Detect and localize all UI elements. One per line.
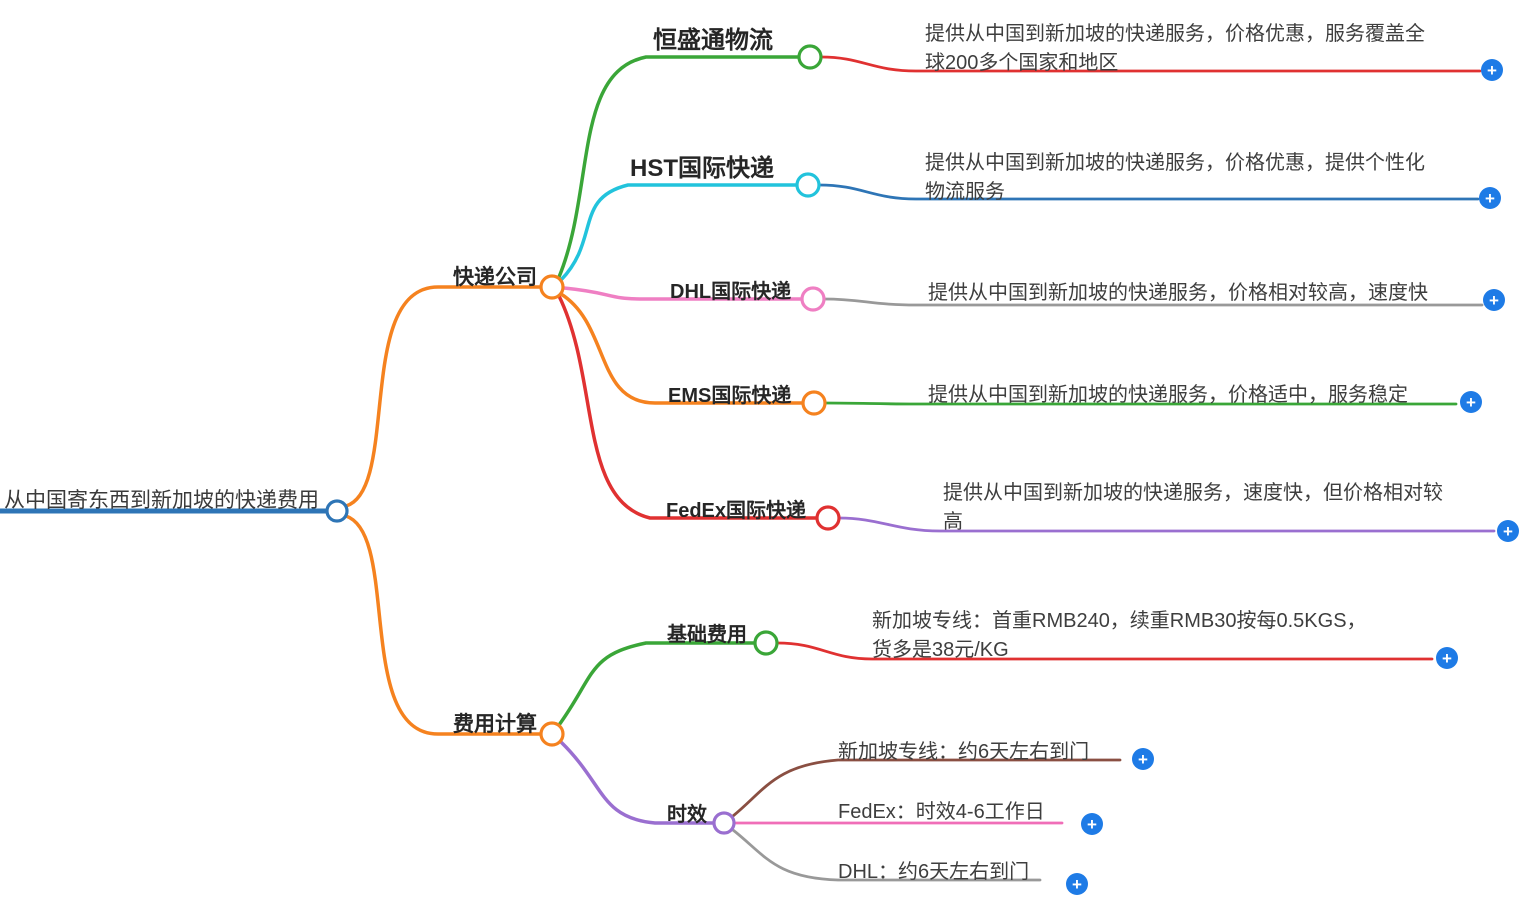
time-node-circle[interactable] xyxy=(712,811,736,835)
node-label-companies[interactable]: 快递公司 xyxy=(453,266,537,289)
add-child-button-basefee-desc[interactable]: + xyxy=(1436,647,1458,669)
node-label-fedex[interactable]: FedEx国际快递 xyxy=(666,500,807,522)
node-label-hst[interactable]: HST国际快递 xyxy=(630,155,774,182)
edge-companies-to-ems xyxy=(559,292,804,405)
plus-icon[interactable] xyxy=(1460,391,1482,413)
plus-icon[interactable] xyxy=(1497,520,1519,542)
desc-basefee[interactable]: 新加坡专线：首重RMB240，续重RMB30按每0.5KGS，货多是38元/KG xyxy=(872,610,1367,661)
plus-icon[interactable] xyxy=(1483,289,1505,311)
desc-dhl-time[interactable]: DHL：约6天左右到门 xyxy=(838,861,1030,883)
node-label-time[interactable]: 时效 xyxy=(667,804,707,826)
node-label-dhl[interactable]: DHL国际快递 xyxy=(670,281,792,303)
add-child-button-fedex-desc[interactable]: + xyxy=(1497,520,1519,542)
add-child-button-hengshengtong-desc[interactable]: + xyxy=(1481,59,1503,81)
add-child-button-dhl-desc[interactable]: + xyxy=(1483,289,1505,311)
desc-hengshengtong[interactable]: 提供从中国到新加坡的快递服务，价格优惠，服务覆盖全球200多个国家和地区 xyxy=(925,23,1425,74)
fedex-node-circle[interactable] xyxy=(815,505,841,531)
plus-icon[interactable] xyxy=(1081,813,1103,835)
desc-singapore-line-time[interactable]: 新加坡专线：约6天左右到门 xyxy=(838,741,1090,763)
basefee-node-circle[interactable] xyxy=(753,630,779,656)
plus-icon[interactable] xyxy=(1066,873,1088,895)
edge-fedex-to-desc xyxy=(837,516,1496,533)
plus-icon[interactable] xyxy=(1436,647,1458,669)
plus-glyph: + xyxy=(1466,393,1476,412)
plus-icon[interactable] xyxy=(1481,59,1503,81)
plus-glyph: + xyxy=(1503,522,1513,541)
edge-ems-to-desc xyxy=(823,401,1458,406)
plus-icon[interactable] xyxy=(1132,748,1154,770)
companies-node-circle[interactable] xyxy=(539,274,565,300)
desc-ems[interactable]: 提供从中国到新加坡的快递服务，价格适中，服务稳定 xyxy=(928,384,1408,406)
edge-hst-to-desc xyxy=(817,183,1480,201)
hst-node-circle[interactable] xyxy=(795,172,821,198)
add-child-button-singapore-line[interactable]: + xyxy=(1132,748,1154,770)
edge-companies-to-fedex xyxy=(557,294,818,520)
node-label-ems[interactable]: EMS国际快递 xyxy=(668,385,792,407)
edge-hengshengtong-to-desc xyxy=(819,55,1482,73)
hengshengtong-node-circle[interactable] xyxy=(797,44,823,70)
add-child-button-dhl-time[interactable]: + xyxy=(1066,873,1088,895)
plus-glyph: + xyxy=(1489,291,1499,310)
plus-glyph: + xyxy=(1072,875,1082,894)
plus-glyph: + xyxy=(1442,649,1452,668)
edge-companies-to-hst xyxy=(559,183,798,282)
add-child-button-hst-desc[interactable]: + xyxy=(1479,187,1501,209)
node-label-hengshengtong[interactable]: 恒盛通物流 xyxy=(653,27,773,54)
edge-companies-to-dhl xyxy=(562,286,803,301)
desc-fedex[interactable]: 提供从中国到新加坡的快递服务，速度快，但价格相对较高 xyxy=(943,482,1443,533)
add-child-button-ems-desc[interactable]: + xyxy=(1460,391,1482,413)
plus-icon[interactable] xyxy=(1479,187,1501,209)
ems-node-circle[interactable] xyxy=(801,390,827,416)
edge-time-to-dhl-time xyxy=(731,828,1042,882)
edge-dhl-to-desc xyxy=(822,297,1484,307)
desc-dhl[interactable]: 提供从中国到新加坡的快递服务，价格相对较高，速度快 xyxy=(928,282,1428,304)
edge-basefee-to-desc xyxy=(775,641,1434,661)
node-label-cost[interactable]: 费用计算 xyxy=(453,713,537,736)
plus-glyph: + xyxy=(1485,189,1495,208)
node-label-basefee[interactable]: 基础费用 xyxy=(667,624,747,646)
plus-glyph: + xyxy=(1487,61,1497,80)
edge-companies-to-hengshengtong xyxy=(557,55,800,279)
edge-time-to-singapore-line xyxy=(731,758,1122,818)
edge-root-to-cost xyxy=(344,514,542,736)
root-node-label[interactable]: 从中国寄东西到新加坡的快递费用 xyxy=(4,489,319,512)
edge-cost-to-time xyxy=(559,740,715,825)
desc-hst[interactable]: 提供从中国到新加坡的快递服务，价格优惠，提供个性化物流服务 xyxy=(925,152,1425,203)
edge-root-to-companies xyxy=(344,285,542,508)
dhl-node-circle[interactable] xyxy=(800,286,826,312)
root-node-circle[interactable] xyxy=(325,499,349,523)
desc-fedex-time[interactable]: FedEx：时效4-6工作日 xyxy=(838,801,1045,823)
edge-cost-to-basefee xyxy=(557,641,756,727)
cost-node-circle[interactable] xyxy=(539,721,565,747)
plus-glyph: + xyxy=(1087,815,1097,834)
plus-glyph: + xyxy=(1138,750,1148,769)
add-child-button-fedex-time[interactable]: + xyxy=(1081,813,1103,835)
